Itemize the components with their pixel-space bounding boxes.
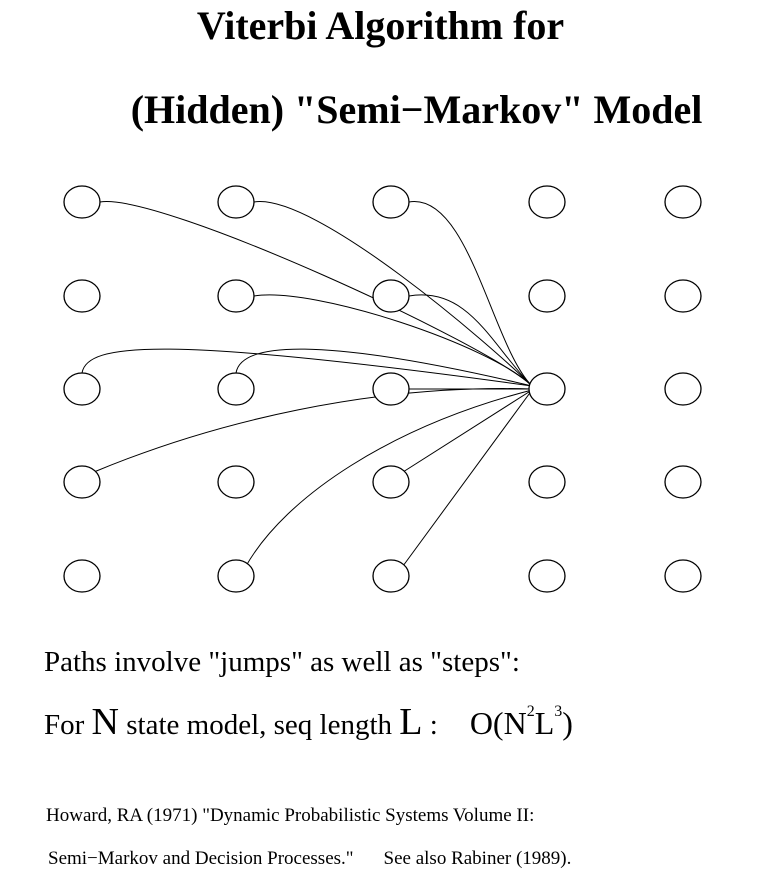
title-line-2: (Hidden) "Semi−Markov" Model <box>130 87 703 132</box>
state-node-c3-r5 <box>372 559 410 593</box>
complexity-suffix: ) <box>562 705 573 741</box>
state-node-c5-r2 <box>664 279 702 313</box>
state-node-c1-r3 <box>63 372 101 406</box>
title-line-1: Viterbi Algorithm for <box>196 3 565 48</box>
edge-c1r4-to-target <box>93 388 533 473</box>
complexity-prefix: O(N <box>469 705 527 741</box>
for-text: For <box>44 709 92 741</box>
state-node-c5-r4 <box>664 465 702 499</box>
edge-c2r2-to-target <box>253 294 533 387</box>
state-node-c2-r2 <box>217 279 255 313</box>
edge-c3r4-to-target <box>402 389 533 473</box>
state-lattice-diagram <box>63 185 702 593</box>
complexity-expression: O(N2L3) <box>469 703 573 741</box>
state-node-c4-r4 <box>528 465 566 499</box>
edge-c3r1-to-target <box>408 201 533 387</box>
state-node-c2-r4 <box>217 465 255 499</box>
edge-c1r3-to-target <box>81 348 533 387</box>
exponent-n: 2 <box>526 703 535 720</box>
state-node-c1-r4 <box>63 465 101 499</box>
state-nodes <box>63 185 702 593</box>
state-node-c1-r5 <box>63 559 101 593</box>
state-node-c4-r3 <box>528 372 566 406</box>
state-node-c3-r3 <box>372 372 410 406</box>
edge-c3r2-to-target <box>408 294 533 387</box>
n-symbol: N <box>91 701 119 743</box>
state-model-text: state model, seq length <box>119 709 400 741</box>
paths-description: Paths involve "jumps" as well as "steps"… <box>44 646 520 678</box>
state-node-c3-r2 <box>372 279 410 313</box>
edge-c3r5-to-target <box>402 389 533 567</box>
l-symbol: L <box>399 701 423 743</box>
state-node-c1-r1 <box>63 185 101 219</box>
state-node-c3-r4 <box>372 465 410 499</box>
edge-c2r1-to-target <box>253 201 533 387</box>
complexity-statement: For N state model, seq length L :O(N2L3) <box>44 700 573 744</box>
state-node-c4-r1 <box>528 185 566 219</box>
edge-c2r3-to-target <box>235 348 533 387</box>
transition-edges <box>81 201 533 567</box>
state-node-c1-r2 <box>63 279 101 313</box>
edge-c2r5-to-target <box>245 389 533 567</box>
see-also-text: See also Rabiner (1989). <box>383 848 572 869</box>
reference-line-1: Howard, RA (1971) "Dynamic Probabilistic… <box>46 805 535 826</box>
state-node-c5-r5 <box>664 559 702 593</box>
reference-title-end: Semi−Markov and Decision Processes." <box>48 848 354 869</box>
colon-text: : <box>422 709 438 741</box>
state-node-c4-r2 <box>528 279 566 313</box>
exponent-l: 3 <box>554 703 563 720</box>
reference-line-2: Semi−Markov and Decision Processes." See … <box>48 848 571 870</box>
state-node-c3-r1 <box>372 185 410 219</box>
edge-c1r1-to-target <box>99 201 533 387</box>
complexity-mid: L <box>534 705 555 741</box>
state-node-c2-r5 <box>217 559 255 593</box>
state-node-c2-r1 <box>217 185 255 219</box>
state-node-c5-r1 <box>664 185 702 219</box>
state-node-c5-r3 <box>664 372 702 406</box>
state-node-c4-r5 <box>528 559 566 593</box>
state-node-c2-r3 <box>217 372 255 406</box>
